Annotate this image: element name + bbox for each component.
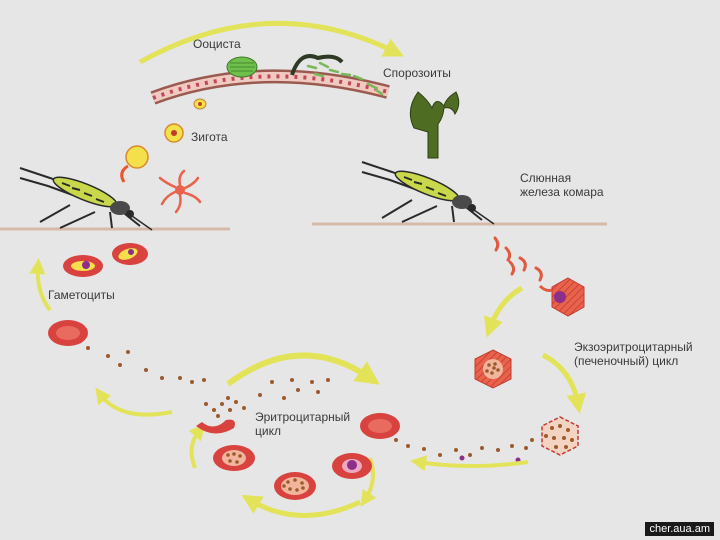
- label-erythrocytic-cycle: Эритроцитарный цикл: [255, 410, 350, 438]
- red-blood-cell-right-center: [368, 419, 392, 433]
- label-gametocytes: Гаметоциты: [48, 288, 115, 302]
- erythrocytic-arrow-right: [360, 457, 377, 507]
- label-exo-cycle-line1: Экзоэритроцитарный: [574, 340, 693, 354]
- gametocyte-rbc-2: [112, 243, 148, 265]
- mosquito-left: [19, 167, 153, 231]
- rupturing-oocyst: [290, 54, 344, 76]
- label-exo-cycle: Экзоэритроцитарный (печеночный) цикл: [574, 340, 693, 368]
- label-exo-cycle-line2: (печеночный) цикл: [574, 354, 679, 368]
- hepatocyte-nucleus: [554, 291, 566, 303]
- arrow-to-erythrocytic-cycle: [410, 455, 529, 472]
- arrow-liver-maturation: [541, 352, 587, 414]
- gamete-tail: [120, 164, 129, 183]
- arrow-into-gametocyte-pathway: [95, 387, 173, 417]
- erythrocytic-arrow-bottom: [241, 494, 362, 518]
- top-cycle-arrow: [138, 20, 404, 65]
- label-sporozoites: Спорозоиты: [383, 66, 451, 80]
- arrow-to-liver: [483, 285, 524, 338]
- rupturing-rbc: [196, 396, 246, 434]
- merozoites-trail-left: [86, 346, 206, 384]
- microgametocyte: [158, 169, 202, 214]
- zygote-nucleus: [171, 130, 177, 136]
- liver-schizont-merozoites: [485, 362, 500, 375]
- mature-schizont-rbc: [274, 472, 316, 500]
- red-blood-cell-left-center: [56, 326, 80, 340]
- released-sporozoites: [306, 61, 384, 96]
- erythrocytic-arrow-top: [226, 352, 380, 387]
- gametocyte-rbc-1: [63, 255, 103, 277]
- schizont-rbc: [213, 445, 255, 471]
- salivary-gland: [409, 91, 460, 159]
- label-salivary-gland: Слюнная железа комара: [520, 171, 604, 199]
- erythrocytic-arrow-left: [188, 423, 206, 469]
- merozoite-purple-spots: [459, 455, 521, 463]
- ookinete-nucleus: [198, 102, 202, 106]
- label-oocyst: Ооциста: [193, 37, 241, 51]
- trophozoite-rbc: [332, 453, 372, 479]
- label-salivary-gland-line1: Слюнная: [520, 171, 572, 185]
- injected-sporozoites: [493, 236, 543, 282]
- rupturing-schizont-merozoites: [544, 424, 574, 449]
- arrow-to-gametocytes: [29, 258, 52, 312]
- label-salivary-gland-line2: железа комара: [520, 185, 604, 199]
- liver-merozoites-trail: [394, 438, 534, 457]
- infected-hepatocyte: [551, 277, 585, 317]
- source-credit: cher.aua.am: [645, 522, 714, 536]
- label-zygote: Зигота: [191, 130, 228, 144]
- mosquito-right: [361, 161, 495, 225]
- macrogamete: [125, 145, 149, 169]
- entering-sporozoite: [538, 284, 553, 292]
- gut-wall: [150, 69, 390, 105]
- oocyst-texture: [230, 62, 255, 72]
- label-erythro-cycle-line2: цикл: [255, 424, 281, 438]
- label-erythro-cycle-line1: Эритроцитарный: [255, 410, 351, 424]
- merozoites-trail-center: [258, 378, 330, 400]
